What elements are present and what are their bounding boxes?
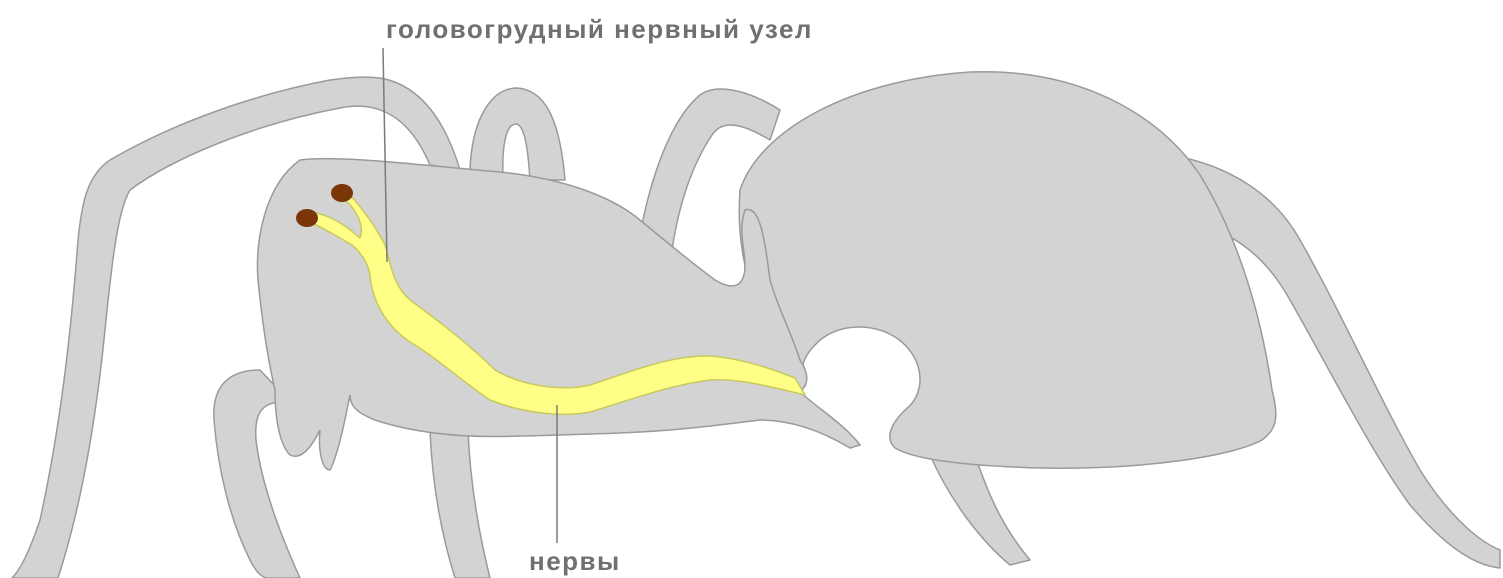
eye-upper [331, 184, 353, 202]
nerves-label: нервы [529, 548, 621, 574]
ganglion-label: головогрудный нервный узел [386, 16, 813, 42]
leg-top-loop [470, 88, 565, 180]
leg-mid-lower [430, 430, 490, 578]
leg-under-abdomen [930, 455, 1030, 565]
eye-lower [296, 209, 318, 227]
